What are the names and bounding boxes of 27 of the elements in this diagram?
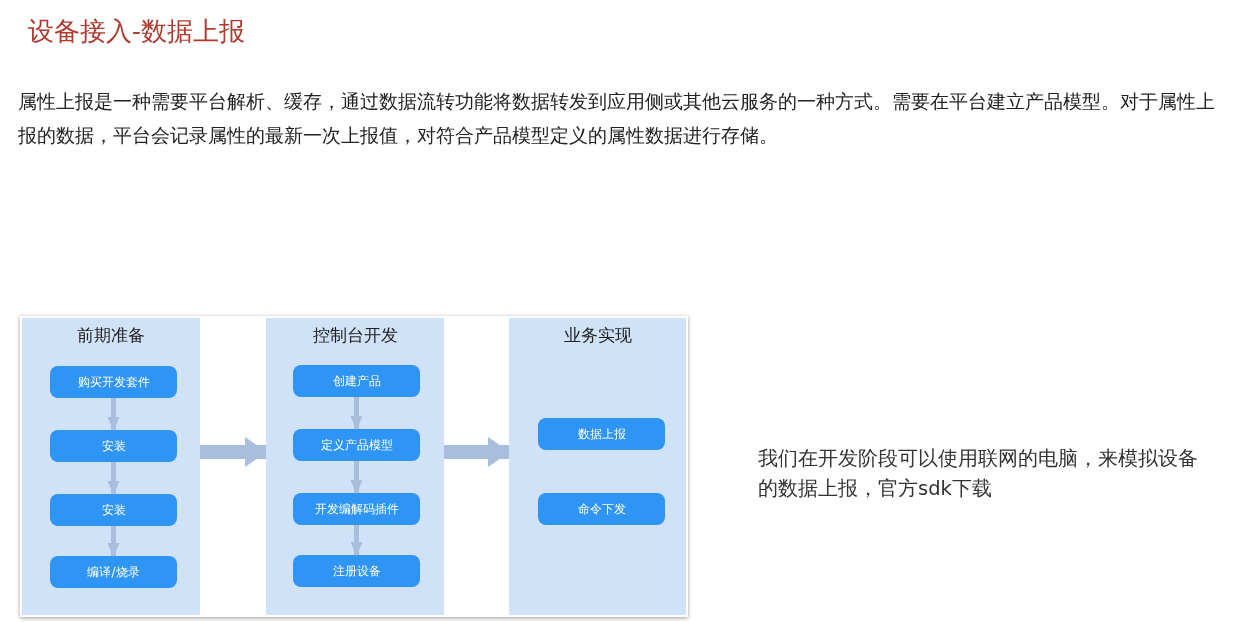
page-title: 设备接入-数据上报 (28, 15, 245, 48)
process-box: 注册设备 (293, 555, 420, 587)
column-panel (509, 318, 686, 615)
process-box: 编译/烧录 (50, 556, 177, 588)
paragraph: 属性上报是一种需要平台解析、缓存，通过数据流转功能将数据转发到应用侧或其他云服务的一种方式。需要在平台建立产品模型。对于属性上报的数据，平台会记录属性的最新一次上报值，对符合产品模型定义的属性数据进行存储。 (18, 89, 1216, 148)
process-box: 安装 (50, 430, 177, 462)
column-heading: 控制台开发 (311, 324, 399, 347)
process-box: 定义产品模型 (293, 429, 420, 461)
column-heading: 前期准备 (76, 324, 146, 347)
process-box: 开发编解码插件 (293, 493, 420, 525)
process-box: 命令下发 (538, 493, 665, 525)
arrow (107, 462, 120, 495)
process-box: 购买开发套件 (50, 366, 177, 398)
arrow (350, 461, 363, 494)
process-box: 安装 (50, 494, 177, 526)
arrow (107, 526, 120, 557)
arrow (350, 525, 363, 556)
column-panel (266, 318, 444, 615)
column-panel (22, 318, 200, 615)
arrow (107, 398, 120, 431)
column-heading: 业务实现 (562, 324, 633, 347)
process-box: 数据上报 (538, 418, 665, 450)
block-arrow (200, 437, 267, 467)
block-arrow (444, 437, 510, 467)
process-box: 创建产品 (293, 365, 420, 397)
paragraph: 我们在开发阶段可以使用联网的电脑，来模拟设备的数据上报，官方sdk下载 (758, 446, 1199, 502)
arrow (350, 397, 363, 430)
